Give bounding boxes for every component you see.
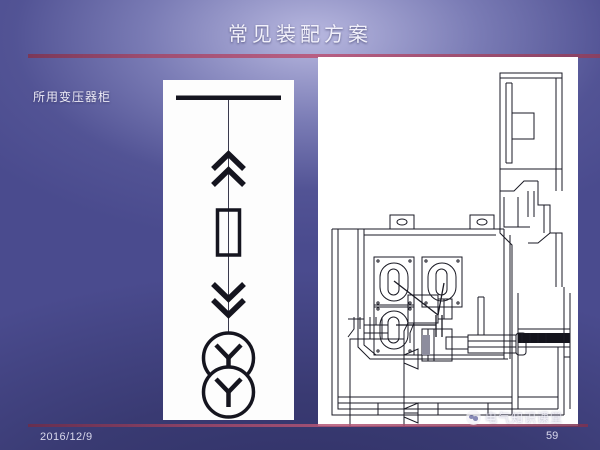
switchgear-sectional-drawing (331, 72, 571, 426)
watermark-label: 电气知识课堂 (485, 411, 564, 425)
cabinet-outline (331, 228, 564, 416)
centre-partition (477, 229, 519, 415)
cabinet-drawing-panel (318, 57, 578, 426)
bushing-port-lower-left (373, 304, 415, 356)
low-voltage-compartment (499, 72, 563, 191)
busbar-symbol (176, 95, 281, 100)
operating-mechanism (421, 328, 527, 362)
busbar-compartment (518, 328, 570, 348)
left-diagram-label: 所用变压器柜 (33, 90, 112, 104)
title-divider-line (28, 54, 600, 58)
compartment-base (499, 180, 563, 287)
right-side-wall (557, 287, 571, 415)
lower-chevron-symbol (211, 282, 246, 319)
lifting-lug-right (469, 214, 495, 230)
upper-chevron-symbol (211, 150, 246, 187)
bushing-port-upper-left (373, 256, 415, 308)
bushing-linkage (393, 280, 445, 337)
single-line-diagram (176, 95, 281, 419)
schematic-panel (163, 80, 294, 420)
base-frame (338, 396, 558, 415)
transformer-winding-secondary (201, 365, 256, 419)
slide-date: 2016/12/9 (40, 431, 93, 443)
drive-motor (403, 294, 453, 343)
hv-transformer-assembly (347, 317, 419, 426)
fuse-symbol (215, 208, 242, 257)
footer-divider-line (28, 424, 588, 427)
lifting-lug-left (389, 214, 415, 230)
wechat-icon (466, 410, 481, 425)
page-number: 59 (546, 430, 559, 442)
page-title: 常见装配方案 (228, 22, 372, 46)
watermark: 电气知识课堂 (466, 409, 563, 426)
